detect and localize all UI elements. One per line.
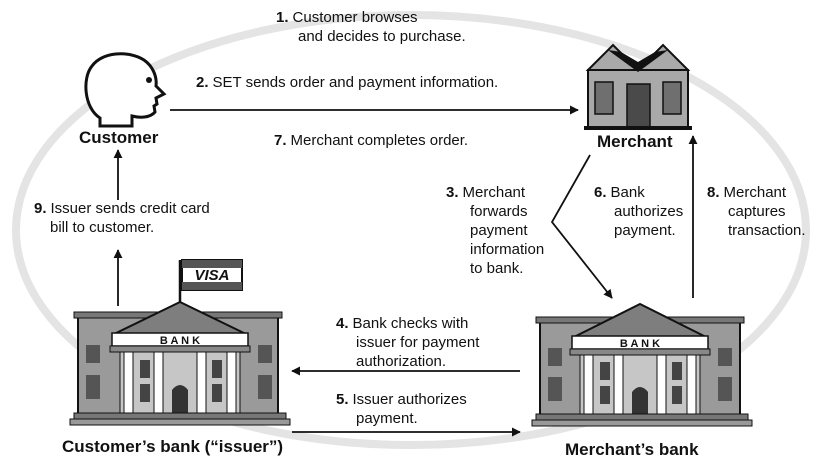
step-8-label: 8.Merchant captures transaction. [707, 184, 806, 239]
step-9-label: 9.Issuer sends credit card bill to custo… [34, 200, 210, 236]
merchants-bank-label: Merchant’s bank [565, 440, 699, 459]
step-7-label: 7.Merchant completes order. [274, 132, 469, 149]
customer-head-icon [84, 52, 167, 128]
merchant-label: Merchant [597, 132, 673, 151]
step-2-label: 2.SET sends order and payment informatio… [196, 74, 499, 91]
step-6-label: 6.Bank authorizes payment. [594, 184, 684, 239]
visa-flag-text: VISA [194, 267, 229, 284]
step-4-label: 4.Bank checks with issuer for payment au… [336, 315, 480, 370]
customers-bank-building-icon [69, 259, 291, 426]
bank-sign-right: B A N K [620, 338, 660, 350]
step-5-label: 5.Issuer authorizes payment. [336, 391, 467, 427]
step-3-label: 3.Merchant forwards payment information … [446, 184, 545, 277]
background-swirl [12, 11, 810, 449]
customers-bank-label: Customer’s bank (“issuer”) [62, 437, 284, 456]
merchants-bank-building-icon [531, 302, 753, 427]
merchant-building-icon [584, 43, 692, 130]
customer-label: Customer [79, 128, 159, 147]
arrow-forward-to-bank [550, 154, 613, 299]
step-1-label: 1.Customer browses and decides to purcha… [276, 9, 466, 45]
bank-sign-left: B A N K [160, 335, 200, 347]
